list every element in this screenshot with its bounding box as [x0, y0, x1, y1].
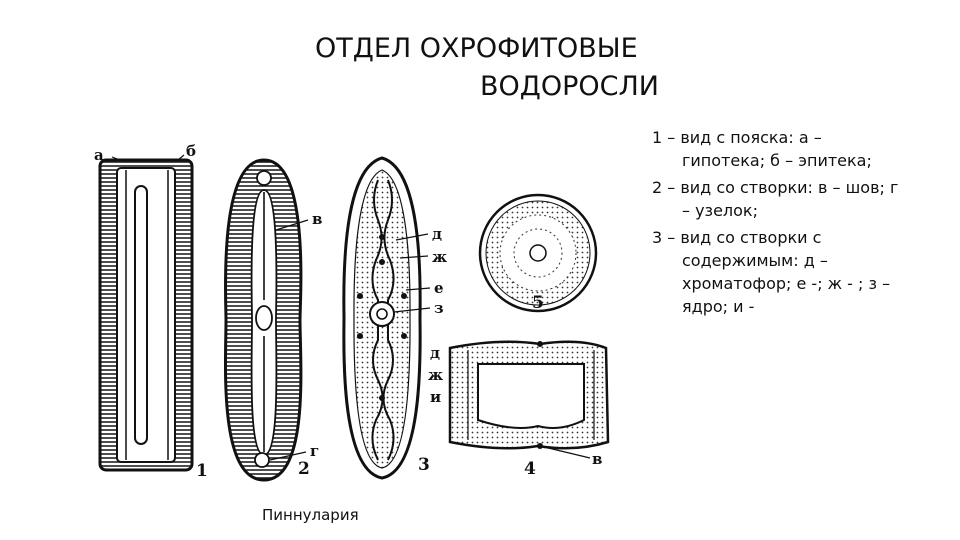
- label-g: г: [310, 442, 319, 460]
- figure-number-4: 4: [524, 459, 536, 479]
- label-a: а: [94, 146, 104, 164]
- figure-number-5: 5: [532, 293, 544, 313]
- diatom-girdle-with-contents: [450, 341, 608, 458]
- label-d: д: [432, 225, 442, 243]
- label-b: б: [186, 142, 196, 160]
- figure-caption: Пиннулария: [262, 506, 359, 524]
- label-z: з: [434, 299, 444, 317]
- label-v-2: в: [592, 450, 602, 468]
- figure-number-3: 3: [418, 455, 430, 475]
- diatom-valve-with-contents: [344, 158, 430, 478]
- diatom-valve-view: [225, 160, 308, 480]
- figure-number-1: 1: [196, 461, 208, 481]
- label-zh-2: ж: [428, 366, 443, 384]
- label-zh: ж: [432, 248, 447, 266]
- figure-number-2: 2: [298, 459, 310, 479]
- label-d-2: д: [430, 344, 440, 362]
- label-i: и: [430, 388, 441, 406]
- diatom-girdle-view: [100, 155, 192, 470]
- label-e: е: [434, 279, 444, 297]
- label-v: в: [312, 210, 322, 228]
